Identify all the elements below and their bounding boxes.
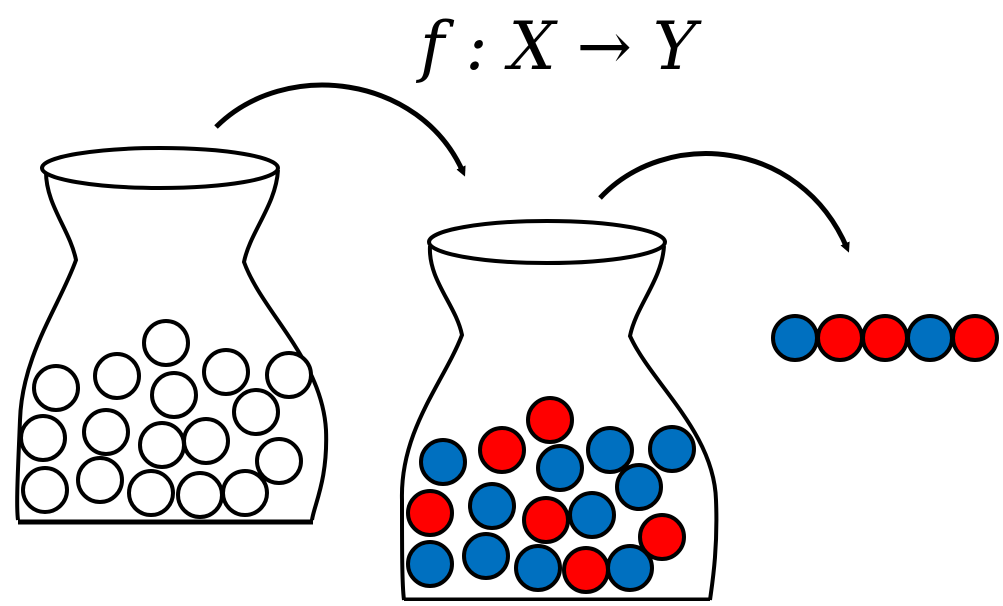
white-ball	[182, 417, 230, 465]
red-ball	[526, 396, 574, 444]
red-ball	[638, 513, 686, 561]
urn-left-body	[15, 169, 329, 521]
blue-ball	[606, 544, 654, 592]
white-ball	[142, 319, 190, 367]
arrow-urn-to-urn	[214, 82, 466, 177]
sample-red-ball	[816, 314, 864, 362]
sample-red-ball	[861, 314, 909, 362]
white-ball	[76, 456, 124, 504]
white-ball	[265, 351, 313, 399]
arrow-urn-to-sample	[598, 151, 850, 253]
urn-middle	[399, 219, 719, 603]
urn-left	[15, 146, 329, 525]
blue-ball	[406, 540, 454, 588]
urn-middle-balls	[406, 396, 696, 594]
red-ball	[562, 546, 610, 594]
blue-ball	[648, 425, 696, 473]
sample-blue-ball	[906, 314, 954, 362]
white-ball	[255, 437, 303, 485]
blue-ball	[586, 426, 634, 474]
sample-sequence	[771, 314, 999, 362]
urn-left-balls	[19, 319, 313, 519]
white-ball	[19, 414, 67, 462]
white-ball	[202, 348, 250, 396]
blue-ball	[514, 544, 562, 592]
white-ball	[176, 471, 224, 519]
blue-ball	[419, 438, 467, 486]
red-ball	[478, 426, 526, 474]
red-ball	[406, 489, 454, 537]
blue-ball	[468, 482, 516, 530]
sample-red-ball	[951, 314, 999, 362]
urn-left-rim	[40, 146, 280, 190]
white-ball	[138, 421, 186, 469]
blue-ball	[568, 491, 616, 539]
white-ball	[150, 371, 198, 419]
white-ball	[221, 469, 269, 517]
blue-ball	[462, 532, 510, 580]
mapping-formula: f : X → Y	[420, 8, 697, 85]
sample-blue-ball	[771, 314, 819, 362]
blue-ball	[536, 444, 584, 492]
urn-middle-rim	[427, 219, 667, 265]
white-ball	[127, 469, 175, 517]
red-ball	[522, 496, 570, 544]
urn-middle-body	[399, 245, 719, 601]
blue-ball	[615, 463, 663, 511]
white-ball	[93, 352, 141, 400]
white-ball	[232, 388, 280, 436]
white-ball	[82, 408, 130, 456]
white-ball	[32, 364, 80, 412]
white-ball	[21, 466, 69, 514]
